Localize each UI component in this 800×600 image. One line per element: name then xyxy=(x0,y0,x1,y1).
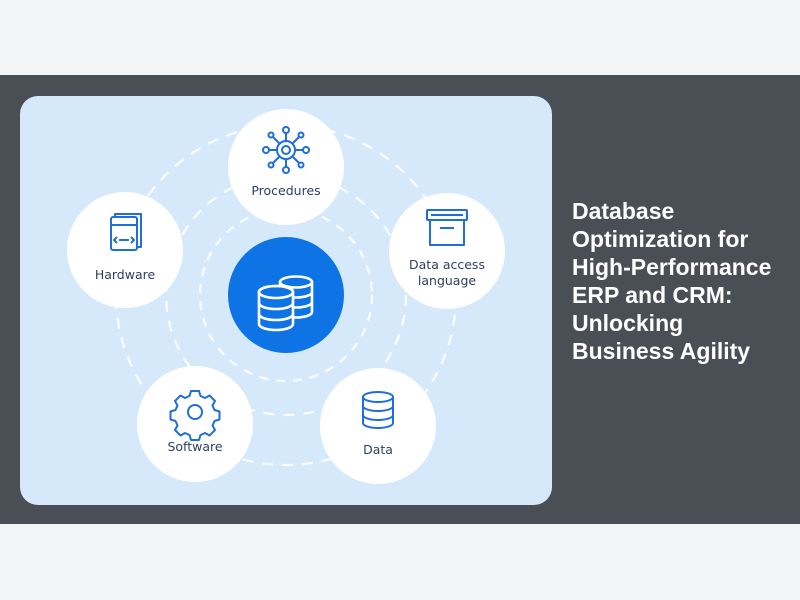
node-label-data-access-line2: language xyxy=(418,273,477,288)
node-data-access-language: Data access language xyxy=(389,193,505,309)
components-diagram: Procedures Data access language Data xyxy=(67,109,505,484)
document-code-icon xyxy=(110,213,142,251)
node-label-software: Software xyxy=(167,439,222,454)
node-label-procedures: Procedures xyxy=(251,183,320,198)
database-stack-icon xyxy=(257,275,314,332)
center-database-node xyxy=(228,237,344,353)
node-label-data-access-line1: Data access xyxy=(409,257,485,272)
diagram-card: Procedures Data access language Data xyxy=(20,96,552,505)
network-hub-icon xyxy=(262,126,310,174)
node-data: Data xyxy=(320,368,436,484)
database-icon xyxy=(362,391,394,429)
inner-dashed-ring xyxy=(198,207,374,383)
archive-box-icon xyxy=(426,209,468,246)
node-label-data: Data xyxy=(363,442,393,457)
node-software: Software xyxy=(137,366,253,482)
node-hardware: Hardware xyxy=(67,192,183,308)
article-title: Database Optimization for High-Performan… xyxy=(572,198,772,364)
node-procedures: Procedures xyxy=(228,109,344,225)
gear-icon xyxy=(169,390,221,441)
node-label-hardware: Hardware xyxy=(95,267,156,282)
